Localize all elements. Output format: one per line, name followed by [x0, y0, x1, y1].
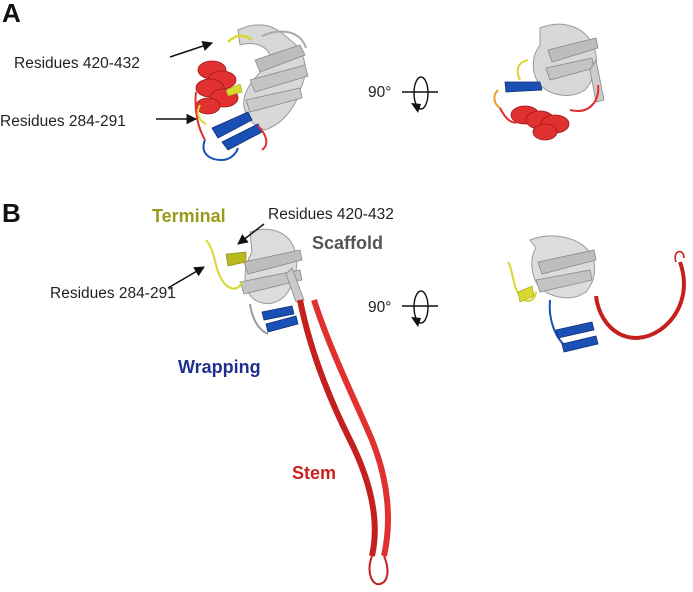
panel-a-rotation-icon: 90°: [368, 76, 438, 113]
scaffold-label: Scaffold: [312, 233, 383, 253]
panel-b-letter: B: [2, 198, 21, 228]
panel-b-annotation-420-432: Residues 420-432: [237, 206, 394, 245]
panel-a-rotated-structure: [493, 23, 605, 141]
wrapping-label: Wrapping: [178, 357, 261, 377]
svg-text:Residues 284-291: Residues 284-291: [0, 113, 126, 130]
panel-a-annotation-420-432: Residues 420-432: [14, 41, 213, 72]
stem-label: Stem: [292, 463, 336, 483]
panel-b-rotation-icon: 90°: [368, 290, 438, 327]
panel-a-front-structure: [194, 24, 309, 162]
terminal-label: Terminal: [152, 206, 226, 226]
panel-a-annotation-284-291: Residues 284-291: [0, 113, 198, 130]
svg-text:90°: 90°: [368, 84, 391, 101]
svg-text:90°: 90°: [368, 299, 391, 316]
svg-text:Residues 420-432: Residues 420-432: [268, 206, 394, 223]
panel-b-annotation-284-291: Residues 284-291: [50, 266, 205, 302]
panel-a-letter: A: [2, 0, 21, 28]
svg-text:Residues 284-291: Residues 284-291: [50, 285, 176, 302]
svg-text:Residues 420-432: Residues 420-432: [14, 55, 140, 72]
panel-b-rotated-structure: [507, 235, 686, 353]
panel-b-front-structure: [205, 228, 391, 586]
